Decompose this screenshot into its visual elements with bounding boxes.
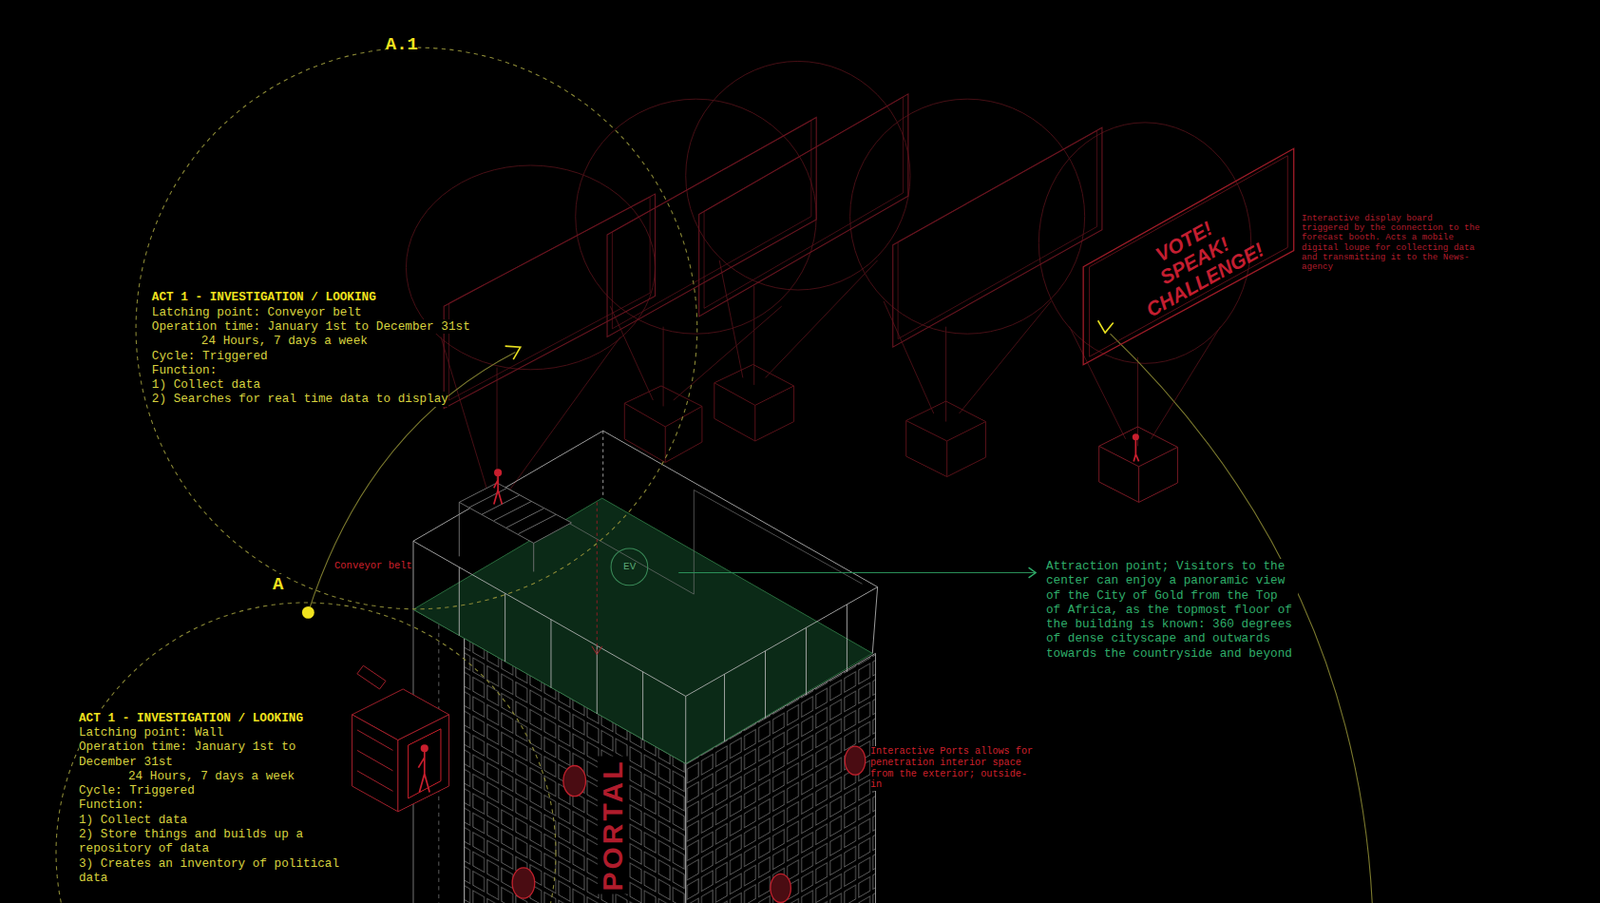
zone-circle-outline <box>56 602 556 903</box>
callout-note: Interactive Ports allows for penetration… <box>870 745 1037 791</box>
act-detail: Function: <box>152 362 218 378</box>
wall-booth <box>408 728 441 799</box>
wall-booth <box>352 665 450 812</box>
billboard-panel <box>1083 148 1295 364</box>
leader-line <box>1028 567 1037 578</box>
act-detail: Operation time: January 1st to December … <box>152 319 471 334</box>
interactive-port <box>512 745 866 902</box>
person-figure <box>494 475 503 504</box>
tower <box>413 540 878 763</box>
text-group: ACT 1 - INVESTIGATION / LOOKINGLatching … <box>78 710 347 886</box>
leader-line <box>678 571 1035 573</box>
act-detail: 24 Hours, 7 days a week <box>201 333 368 348</box>
act-detail: 1) Collect data <box>78 812 188 827</box>
text-group: A <box>272 573 311 595</box>
display-billboard: VOTE! SPEAK! CHALLENGE! <box>1081 144 1298 368</box>
balloon <box>719 260 877 385</box>
balloon-basket <box>714 363 795 441</box>
tower <box>413 497 873 763</box>
person-figure <box>421 744 428 751</box>
zone-circle-outline <box>135 47 698 610</box>
callout-note: Attraction point; Visitors to the center… <box>1046 558 1298 661</box>
interactive-port <box>770 873 791 902</box>
person-figure <box>495 469 501 476</box>
billboard-slogan: VOTE! SPEAK! CHALLENGE! <box>1121 199 1268 321</box>
tower <box>724 604 848 742</box>
elevator-label: EV <box>623 560 636 573</box>
tower <box>596 501 598 653</box>
wall-booth <box>357 729 394 791</box>
billboard-panel <box>1089 155 1289 357</box>
leader-line <box>302 606 315 619</box>
balloon-basket <box>624 363 1178 502</box>
zone-circle: AACT 1 - INVESTIGATION / LOOKINGLatching… <box>56 602 556 903</box>
tower <box>507 487 863 594</box>
act-detail: 2) Searches for real time data to displa… <box>152 391 449 406</box>
person-figure <box>1133 439 1139 462</box>
act-heading: ACT 1 - INVESTIGATION / LOOKING <box>152 289 377 305</box>
balloon-basket <box>1099 426 1179 502</box>
act-detail: Cycle: Triggered <box>152 348 268 363</box>
conveyor-belt-box <box>458 487 556 572</box>
callout-letter: A <box>272 573 284 595</box>
act-detail: 3) Creates an inventory of political dat… <box>78 856 347 886</box>
tower <box>591 646 603 655</box>
conveyor-belt-box <box>458 482 572 543</box>
act-detail: Operation time: January 1st to December … <box>78 739 347 769</box>
text-group: A.1 <box>385 34 443 56</box>
facade-lettering: PORTAL <box>597 755 629 894</box>
wall-booth <box>398 714 450 812</box>
billboard <box>893 127 1103 347</box>
act-detail: Latching point: Wall <box>78 724 224 740</box>
balloon-basket <box>906 400 987 477</box>
act-heading: ACT 1 - INVESTIGATION / LOOKING <box>78 710 304 725</box>
balloon <box>575 98 817 334</box>
text-group: VOTE! SPEAK! CHALLENGE! <box>1121 199 1268 321</box>
balloon <box>405 60 1251 492</box>
balloon-basket <box>624 385 703 463</box>
tower <box>413 430 878 903</box>
zone-circle: A.1ACT 1 - INVESTIGATION / LOOKINGLatchi… <box>134 46 699 610</box>
person-figure <box>1133 434 1139 439</box>
tower <box>413 430 878 696</box>
leader-line <box>505 345 521 360</box>
balloon <box>883 301 1051 422</box>
act-detail: Function: <box>78 797 145 812</box>
billboard <box>704 96 903 308</box>
leader-line <box>302 320 1373 903</box>
elevator-circle: EV <box>609 547 649 587</box>
wall-booth <box>357 665 386 689</box>
leader-line <box>1098 320 1114 333</box>
interactive-port <box>563 765 587 797</box>
wall-booth <box>352 714 399 812</box>
elevator-circle-outline <box>610 548 648 586</box>
balloon <box>850 98 1086 334</box>
act-detail: Cycle: Triggered <box>78 782 195 798</box>
balloon <box>685 60 911 290</box>
conveyor-belt-box <box>458 482 572 572</box>
billboard <box>443 94 1103 409</box>
act-detail: Latching point: Conveyor belt <box>152 304 362 320</box>
billboard <box>611 120 811 329</box>
tower <box>458 567 643 741</box>
person-figure <box>418 750 430 792</box>
balloon <box>1069 326 1221 447</box>
act-detail: 24 Hours, 7 days a week <box>128 768 295 783</box>
billboard <box>699 94 909 317</box>
callout-letter: A.1 <box>385 34 419 56</box>
act-detail: 1) Collect data <box>152 377 261 392</box>
text-group: ACT 1 - INVESTIGATION / LOOKINGLatching … <box>152 289 480 406</box>
interactive-port <box>512 867 535 898</box>
callout-note: Interactive display board triggered by t… <box>1301 213 1483 272</box>
tower <box>602 430 604 498</box>
billboard <box>897 130 1097 339</box>
illustration <box>302 60 1373 903</box>
balloon <box>440 336 621 492</box>
part-label: Conveyor belt <box>334 559 413 572</box>
act-detail: 2) Store things and builds up a reposito… <box>78 826 347 857</box>
person-figure <box>418 434 1139 792</box>
interactive-port <box>844 745 865 775</box>
text-group: EV <box>609 547 649 587</box>
